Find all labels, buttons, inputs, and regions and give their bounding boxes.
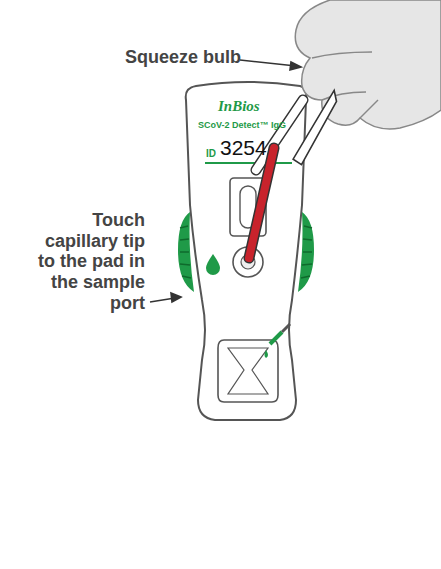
capillary-tube (249, 148, 274, 258)
id-number: 3254 (220, 136, 267, 160)
callout-label: Squeeze bulb (125, 47, 241, 68)
id-label: ID (206, 148, 216, 159)
callout-label: Touch capillary tip to the pad in the sa… (25, 210, 145, 313)
gloved-hand (295, 0, 441, 129)
dropper-symbol (265, 324, 291, 358)
buffer-window (218, 340, 278, 402)
droplet-symbol (206, 254, 220, 275)
brand-name: InBios (218, 98, 260, 115)
leader-arrow (150, 60, 301, 302)
test-cassette (186, 82, 307, 420)
id-underline (205, 162, 292, 164)
buffer-window-inner (228, 348, 268, 394)
product-name: SCoV-2 Detect™ IgG (198, 120, 286, 130)
